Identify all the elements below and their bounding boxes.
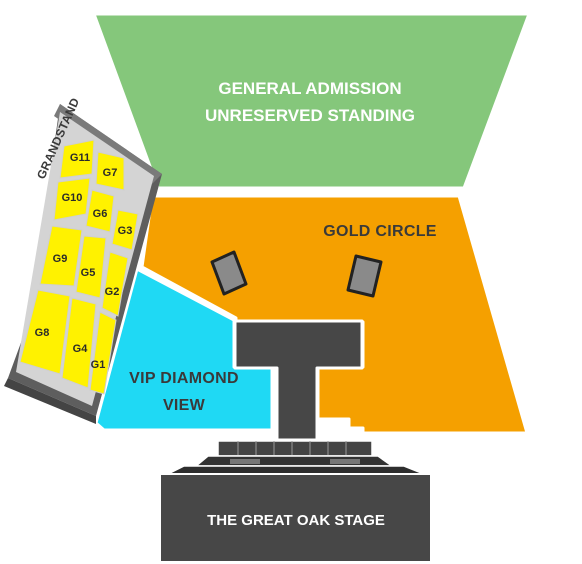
section-g11[interactable]: G11 [59,139,95,179]
section-g5-label: G5 [81,267,96,279]
vip-diamond-zone[interactable]: VIP DIAMOND VIEW [94,267,274,432]
main-stage[interactable]: THE GREAT OAK STAGE [159,473,432,563]
general-admission-zone[interactable]: GENERAL ADMISSION UNRESERVED STANDING [92,12,531,190]
section-g1-label: G1 [91,359,106,371]
section-g8[interactable]: G8 [19,289,71,375]
section-g7[interactable]: G7 [95,151,125,191]
section-g3[interactable]: G3 [111,209,139,251]
vip-diamond-label-line2: VIEW [163,397,206,414]
section-g9-label: G9 [53,253,68,265]
section-g4[interactable]: G4 [61,297,97,389]
gold-circle-label: GOLD CIRCLE [323,223,437,240]
stage-runway [233,319,364,442]
stage-front [167,440,425,475]
section-g2[interactable]: G2 [101,251,129,317]
vip-diamond-label-line1: VIP DIAMOND [129,370,239,387]
section-g5[interactable]: G5 [75,235,107,299]
general-admission-label-line1: GENERAL ADMISSION [218,79,401,98]
section-g6-label: G6 [93,208,108,220]
section-g9[interactable]: G9 [39,225,83,287]
section-g1[interactable]: G1 [89,311,117,395]
section-g10-label: G10 [62,192,83,204]
section-g10[interactable]: G10 [53,177,91,221]
section-g2-label: G2 [105,286,120,298]
general-admission-label-line2: UNRESERVED STANDING [205,106,415,125]
section-g6[interactable]: G6 [85,189,115,233]
tech-tower-right [346,254,383,298]
section-g8-label: G8 [35,327,50,339]
section-g3-label: G3 [118,225,133,237]
section-g4-label: G4 [73,343,89,355]
grandstand-sections: G11 G7 G10 G6 G3 G9 G5 G2 [19,139,139,395]
tech-tower-left [210,250,248,296]
section-g11-label: G11 [70,152,90,164]
stage-label: THE GREAT OAK STAGE [207,512,385,529]
section-g7-label: G7 [103,167,118,179]
